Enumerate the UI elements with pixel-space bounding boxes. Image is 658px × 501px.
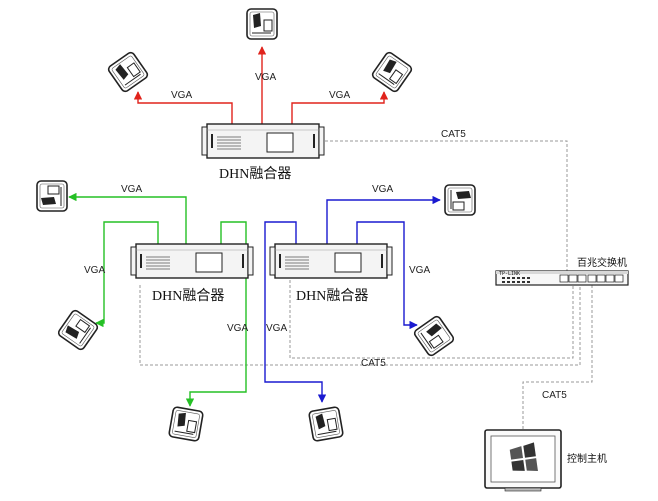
fusion-device-right: DHN融合器 bbox=[269, 243, 393, 304]
cable-labels: VGA VGA VGA VGA VGA VGA VGA VGA VGA CAT5… bbox=[84, 72, 567, 401]
vga-label: VGA bbox=[227, 323, 248, 334]
projector-icon bbox=[56, 308, 100, 352]
vga-label: VGA bbox=[171, 90, 192, 101]
projector-icon bbox=[106, 50, 150, 94]
projector-icon bbox=[36, 180, 68, 212]
rack-device-icon bbox=[130, 243, 254, 279]
right-vga-cables bbox=[264, 195, 441, 403]
projector-icon bbox=[444, 184, 476, 216]
control-host: 控制主机 bbox=[484, 429, 607, 492]
fusion-device-left: DHN融合器 bbox=[130, 243, 254, 304]
fusion-device-top: DHN融合器 bbox=[201, 123, 325, 182]
vga-label: VGA bbox=[329, 90, 350, 101]
projector-icon bbox=[167, 405, 205, 443]
fusion-device-label: DHN融合器 bbox=[296, 288, 368, 304]
switch-model-text: TP-LINK bbox=[499, 271, 520, 277]
cat5-network-lines bbox=[139, 140, 593, 430]
vga-label: VGA bbox=[266, 323, 287, 334]
projector-icon bbox=[246, 8, 278, 40]
rack-device-icon bbox=[269, 243, 393, 279]
fusion-device-label: DHN融合器 bbox=[152, 288, 224, 304]
vga-label: VGA bbox=[84, 265, 105, 276]
rack-device-icon bbox=[201, 123, 325, 159]
fusion-device-label: DHN融合器 bbox=[219, 166, 291, 182]
network-switch-icon: TP-LINK bbox=[495, 270, 629, 286]
top-vga-cables bbox=[133, 46, 389, 124]
cat5-label: CAT5 bbox=[441, 129, 466, 140]
projector-icon bbox=[412, 314, 456, 358]
projector-icon bbox=[370, 50, 414, 94]
vga-label: VGA bbox=[409, 265, 430, 276]
monitor-icon bbox=[484, 429, 562, 492]
cat5-label: CAT5 bbox=[542, 390, 567, 401]
vga-label: VGA bbox=[372, 184, 393, 195]
network-switch: TP-LINK 百兆交换机 bbox=[495, 256, 629, 286]
vga-label: VGA bbox=[121, 184, 142, 195]
left-vga-cables bbox=[68, 192, 247, 407]
host-label: 控制主机 bbox=[567, 452, 607, 465]
projector-icon bbox=[307, 405, 345, 443]
switch-label: 百兆交换机 bbox=[577, 256, 627, 269]
cat5-label: CAT5 bbox=[361, 358, 386, 369]
vga-label: VGA bbox=[255, 72, 276, 83]
